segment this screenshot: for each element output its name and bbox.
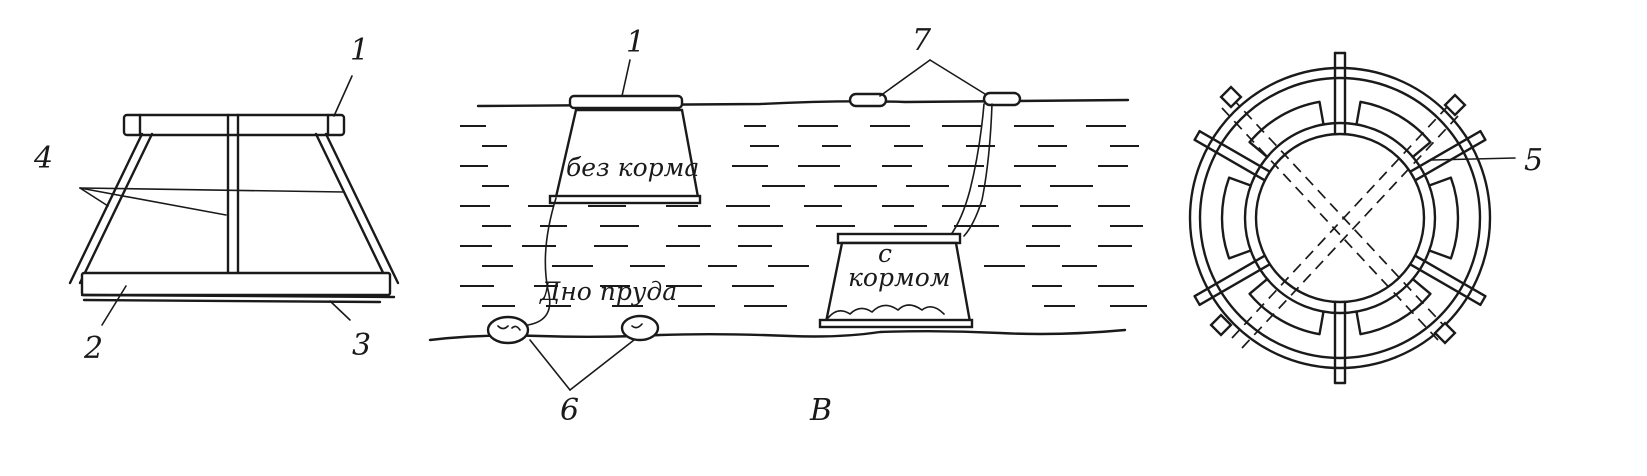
spoke-cap [1479, 129, 1487, 142]
segment-block [1428, 176, 1460, 260]
callout-4: 4 [33, 141, 53, 176]
callout-2: 2 [83, 331, 103, 366]
stone-right [620, 314, 660, 342]
float-7a [848, 92, 888, 108]
callout-7: 7 [912, 23, 932, 58]
rope-right-a [949, 103, 985, 237]
inner-ring-outer [1243, 121, 1437, 315]
float-empty-feeder [568, 94, 684, 110]
food-pile [827, 304, 945, 319]
leader-6 [529, 339, 571, 391]
full-feeder-label-2: кормом [848, 263, 951, 292]
top-rim [122, 113, 346, 137]
leader-2 [101, 285, 127, 326]
outer-ring-inner [1198, 76, 1482, 360]
full-feeder-label-1: с [878, 239, 892, 268]
spoke-line [1198, 129, 1271, 173]
side-struts [68, 132, 400, 285]
spoke-line [1198, 263, 1271, 307]
spoke-cap [1479, 294, 1487, 307]
segment-block [1355, 100, 1432, 159]
callout-3: 3 [352, 328, 371, 363]
left-view-feeder-side: 1 4 2 3 [33, 33, 400, 366]
panel-letter: В [809, 393, 832, 428]
outer-ring-outer [1188, 66, 1492, 370]
callout-1-middle: 1 [626, 25, 645, 60]
leader-3 [329, 300, 351, 321]
spoke-line [1409, 263, 1482, 307]
spoke-line [1409, 129, 1482, 173]
segment-blocks [1220, 100, 1460, 336]
leader-7 [879, 59, 931, 97]
leader-4 [79, 187, 345, 216]
segment-block [1355, 277, 1432, 336]
segment-block [1220, 176, 1252, 260]
spoke-cap [1193, 294, 1201, 307]
empty-feeder-label: без корма [566, 153, 699, 182]
leader-1-left [333, 75, 353, 117]
float-7b [982, 91, 1022, 107]
spoke-cap [1193, 129, 1201, 142]
rope-left [527, 197, 557, 326]
spoke-line [1193, 138, 1266, 182]
spoke-line [1414, 254, 1487, 298]
segment-block [1248, 277, 1325, 336]
right-view-feeder-top: 5 [1188, 51, 1543, 385]
leader-5 [1431, 157, 1516, 161]
spoke-line [1193, 254, 1266, 298]
callout-5: 5 [1524, 143, 1543, 178]
full-feeder-rim [836, 232, 962, 245]
dashed-cross [1221, 97, 1459, 349]
callout-6: 6 [560, 393, 579, 428]
middle-view-pond: без корма с кормом Дно пруда 1 7 6 В [428, 23, 1147, 428]
pond-bottom [428, 328, 1127, 342]
bottom-ring [80, 271, 392, 297]
water-surface [476, 98, 1130, 108]
water-hatching [460, 125, 1147, 307]
callout-1-left: 1 [350, 33, 369, 68]
rope-right-b [963, 103, 993, 237]
stone-left [486, 315, 530, 345]
inner-ring-inner [1254, 132, 1426, 304]
pond-bottom-label: Дно пруда [539, 277, 677, 306]
